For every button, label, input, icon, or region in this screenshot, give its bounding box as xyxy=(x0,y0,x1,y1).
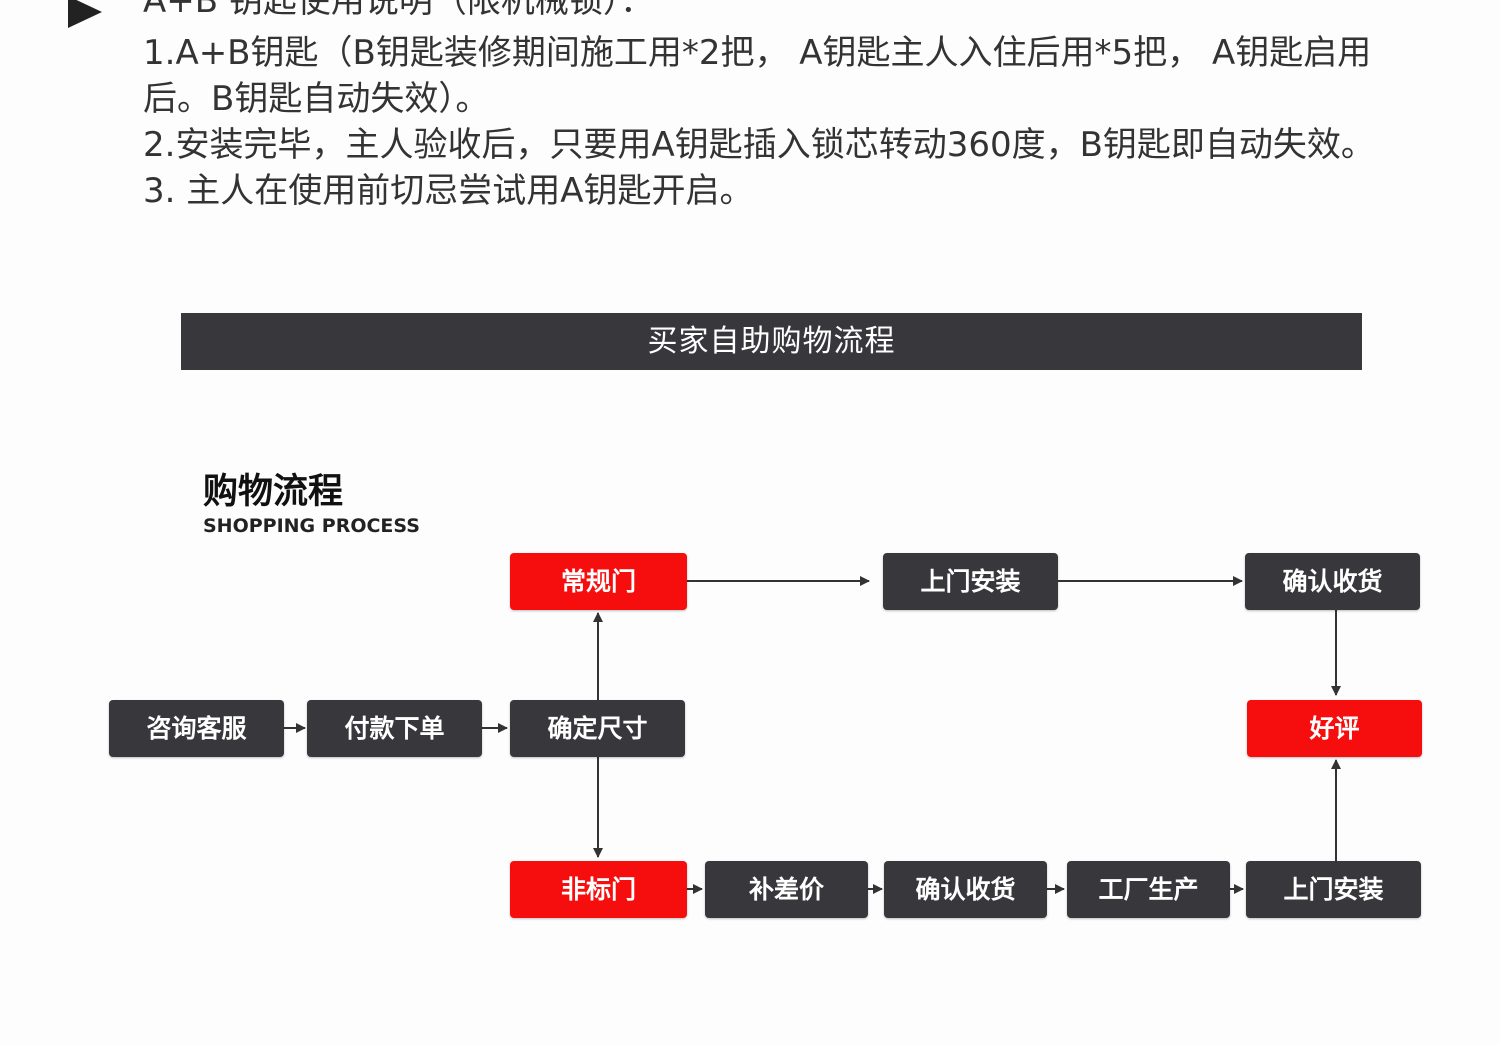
step-pay: 付款下单 xyxy=(307,700,482,757)
instruction-line: 3. 主人在使用前切忌尝试用A钥匙开启。 xyxy=(143,171,754,211)
step-nonstandard-door: 非标门 xyxy=(510,861,687,918)
section-banner: 买家自助购物流程 xyxy=(181,313,1362,370)
step-standard-door: 常规门 xyxy=(510,553,687,610)
instructions-section: A+B 钥匙使用说明（限机械锁）： 1.A+B钥匙（B钥匙装修期间施工用*2把，… xyxy=(0,0,1500,230)
instruction-line: 2.安装完毕，主人验收后，只要用A钥匙插入锁芯转动360度，B钥匙即自动失效。 xyxy=(143,125,1375,165)
step-install-bottom: 上门安装 xyxy=(1246,861,1421,918)
step-confirm-top: 确认收货 xyxy=(1245,553,1420,610)
instructions-heading: A+B 钥匙使用说明（限机械锁）： xyxy=(143,0,654,21)
step-install-top: 上门安装 xyxy=(883,553,1058,610)
step-measure: 确定尺寸 xyxy=(510,700,685,757)
step-consult: 咨询客服 xyxy=(109,700,284,757)
step-price-diff: 补差价 xyxy=(705,861,868,918)
step-confirm-bottom: 确认收货 xyxy=(884,861,1047,918)
process-subtitle: SHOPPING PROCESS xyxy=(203,515,420,537)
process-title: 购物流程 xyxy=(203,472,344,512)
step-factory: 工厂生产 xyxy=(1067,861,1230,918)
instruction-line: 1.A+B钥匙（B钥匙装修期间施工用*2把， A钥匙主人入住后用*5把， A钥匙… xyxy=(143,33,1372,73)
step-review: 好评 xyxy=(1247,700,1422,757)
instruction-line: 后。B钥匙自动失效）。 xyxy=(143,79,490,119)
play-triangle-icon xyxy=(68,0,102,28)
